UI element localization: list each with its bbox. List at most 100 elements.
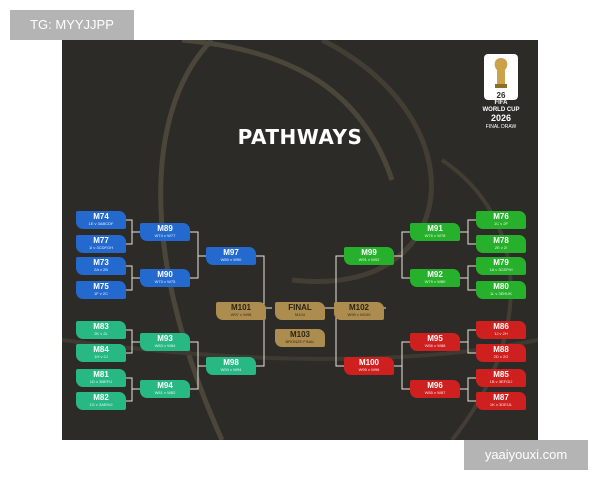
match-teams: W74 v W77 bbox=[154, 233, 176, 238]
match-teams: W85 v W87 bbox=[424, 390, 446, 395]
match-teams: 2D v 2G bbox=[493, 354, 509, 359]
match-code: M88 bbox=[493, 345, 509, 354]
match-code: M89 bbox=[157, 224, 173, 233]
match-teams: W97 v W98 bbox=[230, 312, 252, 317]
match-teams: W95 v W96 bbox=[358, 367, 380, 372]
match-code: M78 bbox=[493, 236, 509, 245]
match-teams: W86 v W88 bbox=[424, 343, 446, 348]
match-teams: 1J v 2H bbox=[494, 331, 508, 336]
match-code: M92 bbox=[427, 270, 443, 279]
match-teams: 1K v 3DEIJL bbox=[489, 402, 513, 407]
top-watermark: TG: MYYJJPP bbox=[10, 10, 134, 40]
match-teams: BRONZE FINAL bbox=[285, 339, 315, 344]
match-code: M77 bbox=[93, 236, 109, 245]
fifa-world-cup-logo: 26 FIFA WORLD CUP 2026 FINAL DRAW bbox=[476, 54, 526, 132]
match-code: M82 bbox=[93, 393, 109, 402]
svg-text:26: 26 bbox=[497, 91, 506, 100]
pathways-poster: 26 FIFA WORLD CUP 2026 FINAL DRAW PATHWA… bbox=[62, 40, 538, 440]
match-code: M79 bbox=[493, 258, 509, 267]
match-code: M93 bbox=[157, 334, 173, 343]
match-teams: 2K v 2L bbox=[94, 331, 108, 336]
bracket-lines bbox=[124, 219, 476, 402]
match-code: M99 bbox=[361, 248, 377, 257]
match-code: FINAL bbox=[288, 303, 312, 312]
logo-year: 2026 bbox=[490, 113, 512, 123]
match-code: M100 bbox=[358, 358, 379, 367]
match-teams: 1B v 3EFGIJ bbox=[489, 379, 513, 384]
match-code: M74 bbox=[93, 212, 109, 221]
logo-world-cup: WORLD CUP bbox=[482, 107, 520, 113]
match-code: M103 bbox=[289, 330, 310, 339]
trophy-icon: 26 bbox=[484, 54, 518, 100]
match-teams: W99 v W100 bbox=[347, 312, 371, 317]
match-code: M83 bbox=[93, 322, 109, 331]
match-code: M91 bbox=[427, 224, 443, 233]
match-teams: W83 v W84 bbox=[154, 343, 176, 348]
match-teams: W93 v W94 bbox=[220, 367, 242, 372]
poster-title: PATHWAYS bbox=[237, 125, 363, 149]
match-teams: W76 v W78 bbox=[424, 233, 446, 238]
match-code: M85 bbox=[493, 370, 509, 379]
match-teams: W79 v W80 bbox=[424, 279, 446, 284]
match-teams: 1G v 3AEHIJ bbox=[89, 402, 113, 407]
match-teams: W89 v W90 bbox=[220, 257, 242, 262]
match-code: M96 bbox=[427, 381, 443, 390]
match-teams: 1I v 3CDFGH bbox=[88, 245, 113, 250]
match-code: M98 bbox=[223, 358, 239, 367]
match-code: M95 bbox=[427, 334, 443, 343]
match-teams: W91 v W92 bbox=[358, 257, 380, 262]
match-teams: W81 v W82 bbox=[154, 390, 176, 395]
match-teams: 1L v 3EHIJK bbox=[489, 291, 513, 296]
match-teams: 1A v 3CEFHI bbox=[489, 267, 513, 272]
match-teams: 2A v 2B bbox=[94, 267, 108, 272]
match-code: M76 bbox=[493, 212, 509, 221]
match-code: M75 bbox=[93, 282, 109, 291]
match-code: M84 bbox=[93, 345, 109, 354]
match-teams: 1H v 2J bbox=[94, 354, 108, 359]
logo-final-draw: FINAL DRAW bbox=[485, 124, 517, 130]
logo-fifa: FIFA bbox=[494, 100, 508, 106]
bottom-watermark: yaaiyouxi.com bbox=[464, 440, 588, 470]
match-teams: M104 bbox=[294, 312, 305, 317]
match-teams: 1C v 2F bbox=[493, 221, 508, 226]
match-code: M90 bbox=[157, 270, 173, 279]
match-code: M101 bbox=[230, 303, 251, 312]
match-code: M87 bbox=[493, 393, 509, 402]
match-teams: 1E v 3ABCDF bbox=[88, 221, 114, 226]
match-code: M97 bbox=[223, 248, 239, 257]
match-code: M102 bbox=[348, 303, 369, 312]
match-code: M81 bbox=[93, 370, 109, 379]
